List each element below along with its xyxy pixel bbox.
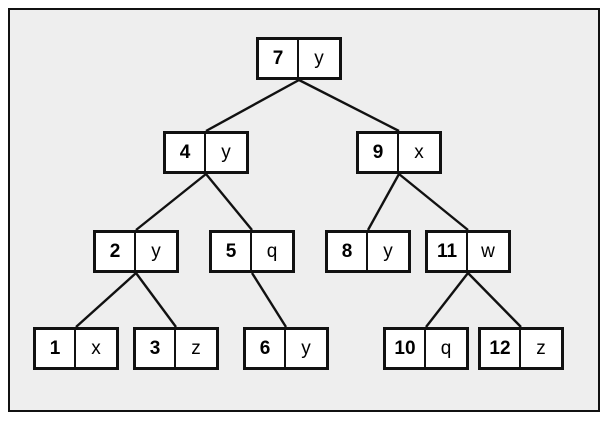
node-key-cell: 9 xyxy=(359,134,399,171)
node-value-cell: q xyxy=(440,338,452,359)
node-value-cell: z xyxy=(536,338,546,359)
node-key-cell: 8 xyxy=(328,233,368,270)
tree-node-10: 10 q xyxy=(383,327,469,370)
node-key-cell: 11 xyxy=(428,233,468,270)
tree-node-11: 11 w xyxy=(425,230,511,273)
tree-node-12: 12 z xyxy=(478,327,564,370)
node-value-cell: y xyxy=(383,241,393,262)
node-key-cell: 7 xyxy=(259,40,299,77)
node-value-cell: y xyxy=(314,48,324,69)
node-value-cell: w xyxy=(481,241,495,262)
node-key-cell: 6 xyxy=(246,330,286,367)
node-value-cell: z xyxy=(191,338,201,359)
node-value-cell: q xyxy=(266,241,278,262)
node-key-cell: 5 xyxy=(212,233,252,270)
node-key-cell: 10 xyxy=(386,330,426,367)
node-value-cell: x xyxy=(414,142,424,163)
node-value-cell: x xyxy=(91,338,101,359)
node-key-cell: 3 xyxy=(136,330,176,367)
node-value-cell: y xyxy=(221,142,231,163)
node-key-cell: 2 xyxy=(96,233,136,270)
node-key-cell: 4 xyxy=(166,134,206,171)
node-key-cell: 12 xyxy=(481,330,521,367)
node-value-cell: y xyxy=(151,241,161,262)
node-value-cell: y xyxy=(301,338,311,359)
node-key-cell: 1 xyxy=(36,330,76,367)
